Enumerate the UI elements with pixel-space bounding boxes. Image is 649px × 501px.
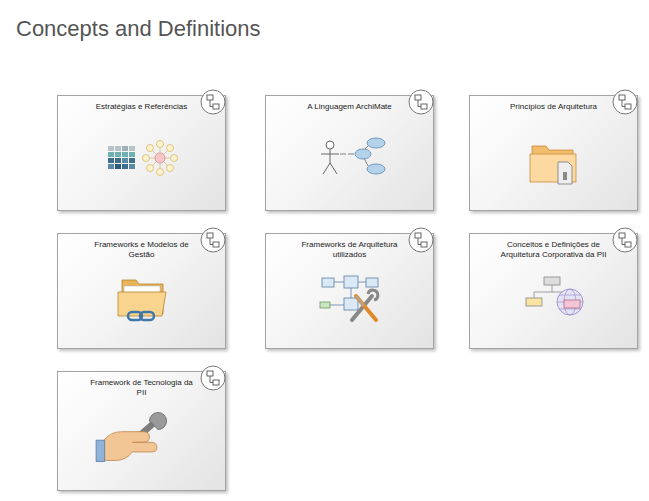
diagram-link-icon <box>611 88 639 116</box>
package-label: Frameworks e Modelos de Gestão <box>58 234 225 260</box>
corporate-architecture-icon <box>510 274 600 324</box>
technology-icon <box>94 408 190 466</box>
diagram-package-box: Frameworks de Arquitetura utilizados <box>265 233 434 349</box>
diagram-package-box: Conceitos e Definições de Arquitetura Co… <box>469 233 638 349</box>
package-label: Princípios de Arquitetura <box>470 96 637 112</box>
page-title: Concepts and Definitions <box>16 16 261 42</box>
diagram-package-box: Framework de Tecnologia da PII <box>57 371 226 491</box>
diagram-package-box: A Linguagem ArchiMate <box>265 95 434 211</box>
strategy-icon <box>98 136 188 186</box>
archimate-icon <box>306 136 396 186</box>
diagram-link-icon <box>611 226 639 254</box>
diagram-package-box: Estratégias e Referências <box>57 95 226 211</box>
diagram-package-box: Princípios de Arquitetura <box>469 95 638 211</box>
frameworks-icon <box>98 274 188 324</box>
diagram-link-icon <box>199 88 227 116</box>
diagram-link-icon <box>407 88 435 116</box>
architecture-tools-icon <box>306 274 396 324</box>
diagram-link-icon <box>199 226 227 254</box>
package-label: Framework de Tecnologia da PII <box>58 372 225 398</box>
package-label: Conceitos e Definições de Arquitetura Co… <box>470 234 637 260</box>
diagram-link-icon <box>407 226 435 254</box>
principles-icon <box>510 136 600 186</box>
diagram-package-box: Frameworks e Modelos de Gestão <box>57 233 226 349</box>
package-label: Estratégias e Referências <box>58 96 225 112</box>
package-label: Frameworks de Arquitetura utilizados <box>266 234 433 260</box>
diagram-link-icon <box>199 364 227 392</box>
package-label: A Linguagem ArchiMate <box>266 96 433 112</box>
